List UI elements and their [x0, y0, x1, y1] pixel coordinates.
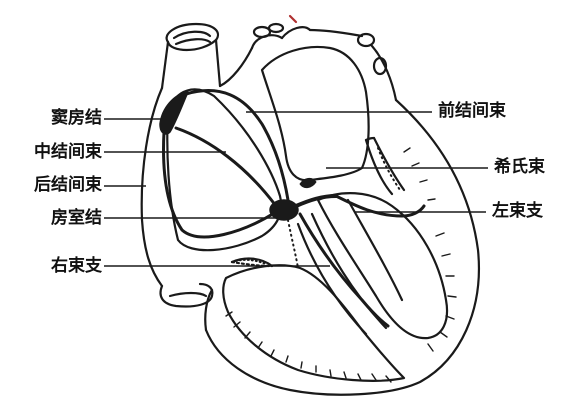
pulmonary-veins [310, 30, 396, 100]
atrioventricular-node-mark [270, 200, 298, 220]
label-posterior-internodal-tract: 后结间束 [6, 175, 102, 195]
right-ventricle [223, 265, 404, 381]
label-sinoatrial-node: 窦房结 [30, 108, 102, 128]
label-anterior-internodal-tract: 前结间束 [438, 101, 506, 121]
label-middle-internodal-tract: 中结间束 [6, 142, 102, 162]
middle-internodal-path [176, 128, 276, 206]
bundle-of-his-path [296, 196, 336, 206]
mitral-valve [366, 138, 404, 194]
anterior-internodal-path [186, 91, 288, 200]
sinoatrial-node-mark [160, 92, 188, 134]
label-right-bundle-branch: 右束支 [30, 256, 102, 276]
leader-lines [104, 112, 488, 266]
trabeculae [226, 148, 456, 382]
right-atrium [167, 89, 281, 250]
label-atrioventricular-node: 房室结 [30, 208, 102, 228]
label-bundle-of-his: 希氏束 [494, 157, 545, 177]
label-left-bundle-branch: 左束支 [492, 201, 543, 221]
conduction-system [160, 91, 424, 326]
